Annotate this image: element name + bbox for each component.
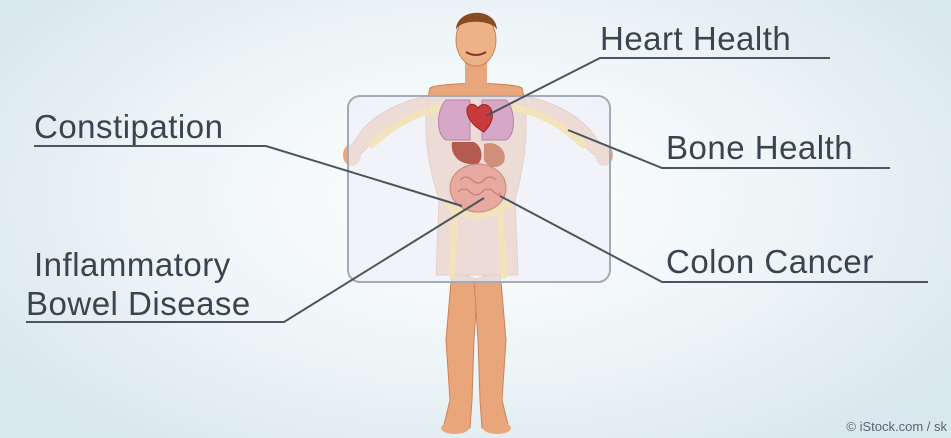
- label-bone-health: Bone Health: [666, 131, 853, 164]
- label-ibd-line2: Bowel Disease: [26, 287, 251, 320]
- image-credit: © iStock.com / sk: [846, 419, 947, 434]
- label-heart-health: Heart Health: [600, 22, 791, 55]
- label-ibd-line1: Inflammatory: [34, 248, 231, 281]
- label-colon-cancer: Colon Cancer: [666, 245, 874, 278]
- head: [456, 13, 497, 66]
- label-constipation: Constipation: [34, 110, 223, 143]
- legs: [441, 270, 511, 434]
